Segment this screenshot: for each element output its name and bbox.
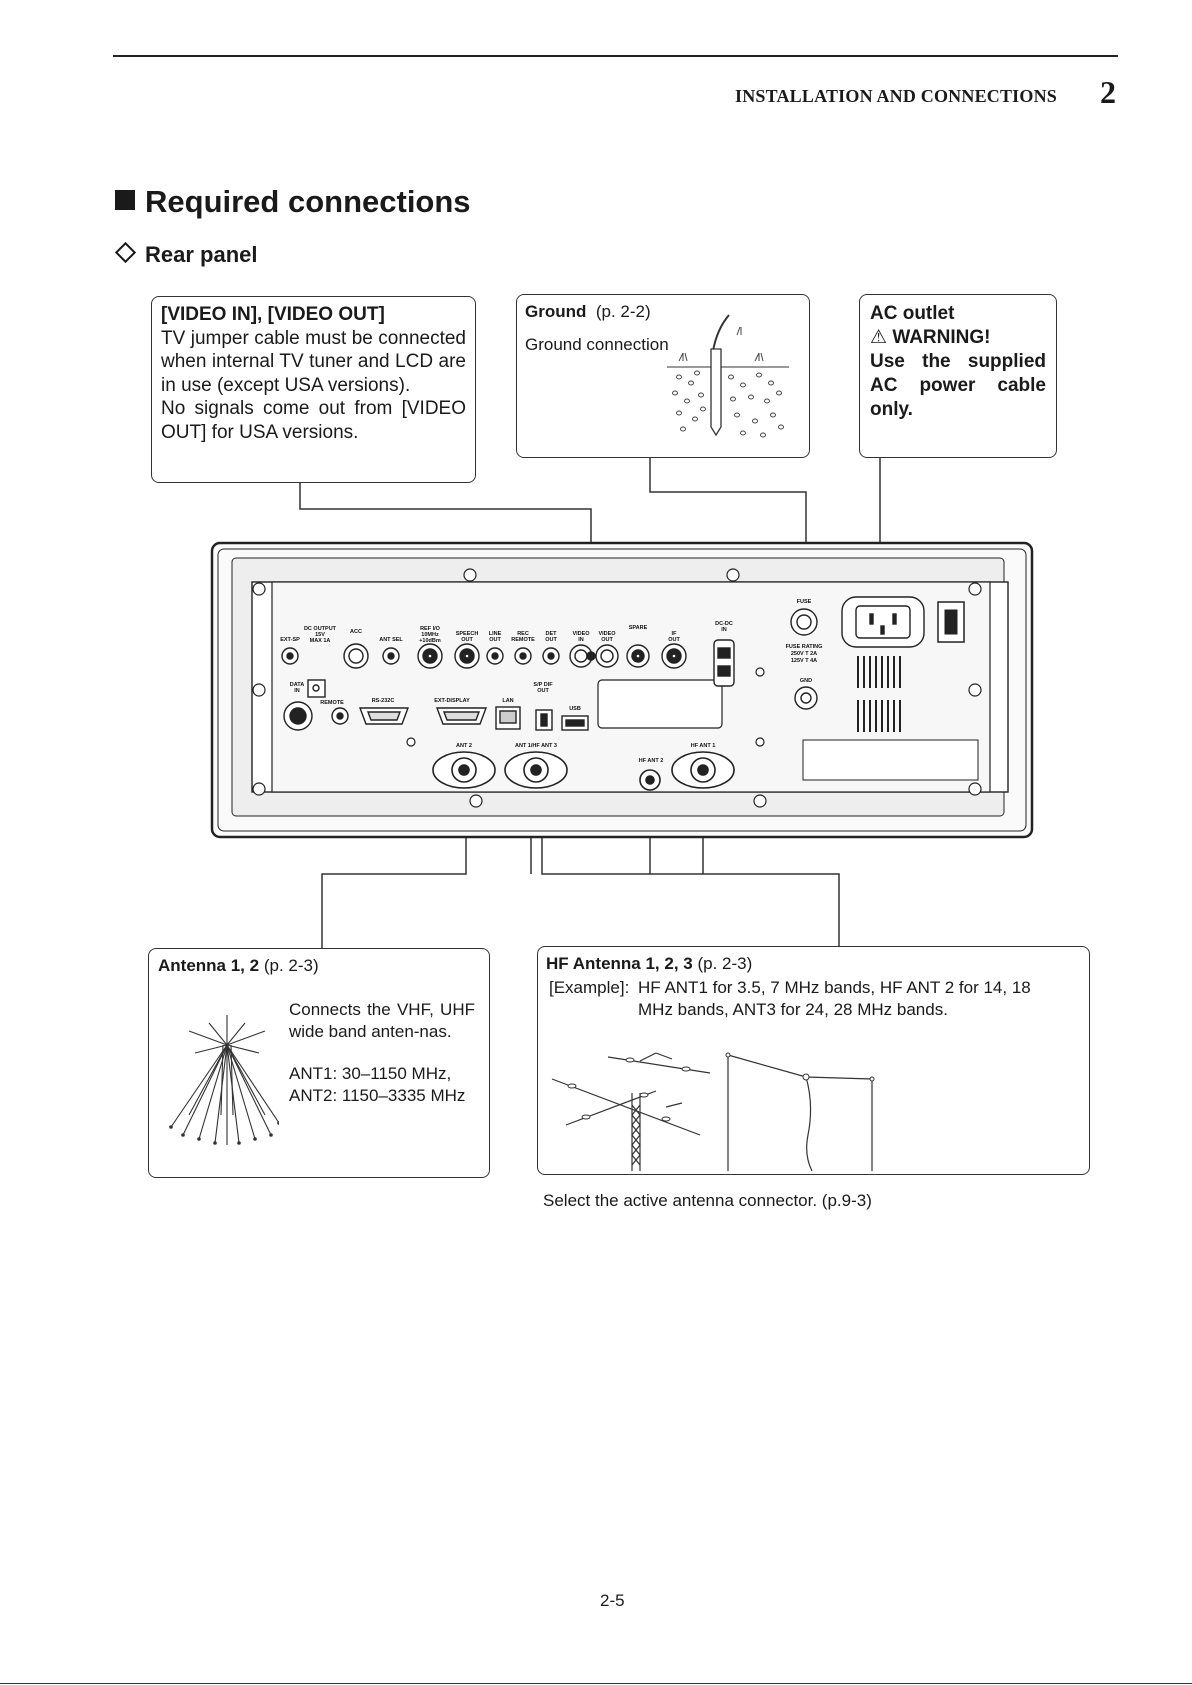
subsection-title-text: Rear panel [145, 242, 258, 267]
label-line-out-2: OUT [489, 637, 501, 643]
label-ref-io-3: +10dBm [419, 638, 441, 644]
label-if-out-2: OUT [668, 637, 680, 643]
label-video-out-2: OUT [601, 637, 613, 643]
page-number: 2-5 [600, 1591, 625, 1610]
label-lan: LAN [502, 698, 513, 704]
label-fuse-rating: FUSE RATING [786, 644, 823, 650]
callout-ant12-desc: Connects the VHF, UHF wide band anten-na… [289, 999, 475, 1106]
label-fuse: FUSE [797, 599, 812, 605]
label-usb: USB [569, 706, 581, 712]
callout-ac-outlet: AC outlet ⚠ WARNING! Use the supplied AC… [859, 294, 1057, 458]
callout-hf-example-label: [Example]: [549, 978, 630, 997]
callout-antenna-1-2: Antenna 1, 2 (p. 2-3) Connects the VHF, … [148, 948, 490, 1178]
callout-ant12-line1: ANT1: 30–1150 MHz, [289, 1064, 452, 1083]
section-title-text: Required connections [145, 184, 471, 219]
label-speech-out-2: OUT [461, 637, 473, 643]
footnote: Select the active antenna connector. (p.… [543, 1191, 872, 1210]
label-dc-dc-in-2: IN [721, 627, 727, 633]
callout-ac-body: Use the supplied AC power cable only. [870, 351, 1046, 420]
label-line-out: LINE [489, 631, 502, 637]
label-video-out: VIDEO [598, 631, 616, 637]
callout-hf-title: HF Antenna 1, 2, 3 [546, 954, 693, 973]
callout-ac-title: AC outlet [870, 303, 955, 324]
callout-video-body: TV jumper cable must be connected when i… [161, 327, 466, 396]
label-data-in-2: IN [294, 688, 300, 694]
callout-hf-example: [Example]: HF ANT1 for 3.5, 7 MHz bands, … [549, 977, 1068, 1021]
label-det-out-2: OUT [545, 637, 557, 643]
callout-ground-ref: (p. 2-2) [595, 302, 651, 321]
label-ant-sel: ANT SEL [379, 637, 403, 643]
callout-ground-title: Ground [525, 302, 587, 321]
callout-ant12-line2: ANT2: 1150–3335 MHz [289, 1085, 466, 1105]
bottom-rule [0, 1683, 1192, 1684]
label-gnd: GND [800, 678, 812, 684]
vent-slots [857, 656, 901, 732]
top-rule [113, 55, 1118, 57]
callout-hf-example-text: HF ANT1 for 3.5, 7 MHz bands, HF ANT 2 f… [638, 978, 1031, 1019]
label-spare: SPARE [629, 625, 648, 631]
label-spdif-out-2: OUT [537, 688, 549, 694]
callout-hf-ref: (p. 2-3) [697, 954, 753, 973]
chapter-number: 2 [1100, 74, 1116, 110]
callout-ant12-body: Connects the VHF, UHF wide band anten-na… [289, 1000, 475, 1041]
callout-video: [VIDEO IN], [VIDEO OUT] TV jumper cable … [151, 296, 476, 483]
label-rec-remote-2: REMOTE [511, 637, 535, 643]
label-rec-remote: REC [517, 631, 529, 637]
label-remote: REMOTE [320, 700, 344, 706]
label-ext-display: EXT-DISPLAY [434, 698, 470, 704]
subsection-title: Rear panel [114, 241, 258, 268]
label-dc-output-3: MAX 1A [310, 638, 331, 644]
callout-ac-warning-row: ⚠ WARNING! [870, 326, 1046, 350]
connectors [281, 596, 925, 710]
label-ref-io-2: 10MHz [421, 632, 439, 638]
section-title: Required connections [115, 184, 471, 220]
square-bullet-icon [115, 190, 135, 210]
label-ant2: ANT 2 [456, 743, 472, 749]
warning-triangle-icon: ⚠ [870, 327, 888, 348]
panel-labels: EXT-SP DC OUTPUT 15V MAX 1A ACC ANT SEL … [280, 599, 822, 764]
label-ant1-hf-ant3: ANT 1/HF ANT 3 [515, 743, 557, 749]
label-fuse-rating-3: 125V T 4A [791, 658, 817, 664]
callout-ant12-ref: (p. 2-3) [263, 956, 319, 975]
hf-antenna-illustration [551, 1052, 875, 1171]
ground-rod-illustration [667, 314, 789, 438]
label-rs232c: RS-232C [372, 698, 395, 704]
callout-ground-caption: Ground connection [525, 335, 669, 354]
label-dc-output-2: 15V [315, 632, 325, 638]
label-speech-out: SPEECH [456, 631, 479, 637]
callout-ant12-title: Antenna 1, 2 [158, 956, 260, 975]
screw-icons [252, 568, 982, 808]
discone-antenna-illustration [169, 1015, 279, 1145]
label-acc: ACC [350, 629, 362, 635]
label-fuse-rating-2: 250V T 2A [791, 651, 817, 657]
label-hf-ant2: HF ANT 2 [639, 758, 664, 764]
label-if-out: IF [672, 631, 678, 637]
callout-video-title: [VIDEO IN], [VIDEO OUT] [161, 304, 385, 325]
running-head: INSTALLATION AND CONNECTIONS [735, 86, 1057, 106]
callout-hf-antenna: HF Antenna 1, 2, 3 (p. 2-3) [Example]: HF… [537, 946, 1090, 1175]
label-det-out: DET [546, 631, 558, 637]
label-video-in: VIDEO [572, 631, 590, 637]
label-ref-io: REF I/O [420, 626, 441, 632]
label-dc-output: DC OUTPUT [304, 626, 337, 632]
label-video-in-2: IN [578, 637, 584, 643]
callout-video-body2: No signals come out from [VIDEO OUT] for… [161, 398, 466, 443]
rear-panel-chassis [210, 541, 1034, 839]
label-dc-dc-in: DC-DC [715, 621, 733, 627]
label-spdif-out: S/P DIF [533, 682, 553, 688]
label-data-in: DATA [290, 682, 304, 688]
label-ext-sp: EXT-SP [280, 637, 300, 643]
callout-ac-warning: WARNING! [892, 327, 991, 348]
label-hf-ant1: HF ANT 1 [691, 743, 716, 749]
callout-ground: Ground (p. 2-2) Ground connection [516, 294, 810, 458]
